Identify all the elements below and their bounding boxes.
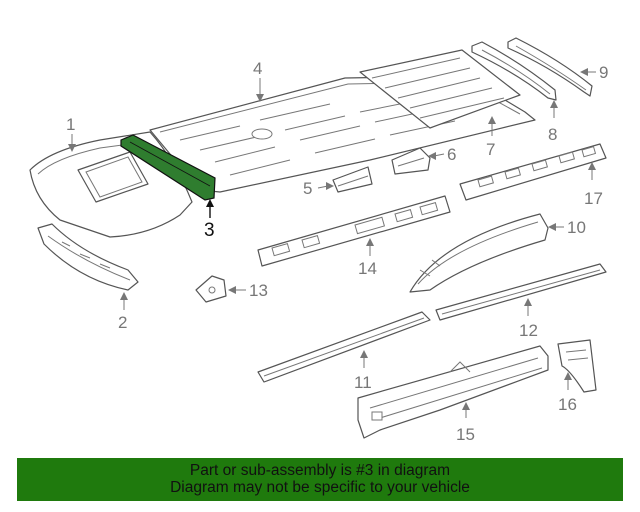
callout-12: 12 — [519, 321, 538, 340]
part-5-bracket — [332, 166, 373, 193]
part-11-rocker-trim — [257, 311, 431, 383]
part-10-quarter-panel — [409, 213, 549, 293]
part-12-sill-trim — [435, 263, 607, 321]
callout-13: 13 — [249, 281, 268, 300]
callout-9: 9 — [599, 63, 608, 82]
part-14-inner-rail — [257, 195, 451, 267]
part-16-pillar-bracket — [557, 339, 597, 393]
callout-2: 2 — [118, 313, 127, 332]
part-6-bracket — [391, 147, 431, 175]
callout-1: 1 — [66, 115, 75, 134]
part-7-rear-roof-panel — [359, 49, 521, 129]
part-3-roof-bow-highlighted — [120, 134, 216, 201]
callout-3: 3 — [204, 220, 215, 241]
banner-line-2: Diagram may not be specific to your vehi… — [170, 479, 470, 496]
callout-16: 16 — [558, 395, 577, 414]
callout-17: 17 — [584, 189, 603, 208]
callout-14: 14 — [358, 259, 377, 278]
callout-6: 6 — [447, 145, 456, 164]
part-2-front-header — [37, 223, 139, 291]
part-13-bracket — [195, 275, 227, 303]
callout-8: 8 — [548, 125, 557, 144]
callout-15: 15 — [456, 425, 475, 444]
part-17-side-rail — [459, 143, 607, 201]
part-15-sill-assembly — [357, 345, 549, 439]
callout-4: 4 — [253, 59, 262, 78]
callout-5: 5 — [303, 179, 312, 198]
part-8-rear-rail — [471, 41, 557, 101]
info-banner: Part or sub-assembly is #3 in diagram Di… — [17, 458, 623, 501]
banner-line-1: Part or sub-assembly is #3 in diagram — [189, 462, 451, 479]
part-9-rear-header — [507, 37, 593, 97]
callout-10: 10 — [567, 218, 586, 237]
callout-11: 11 — [354, 373, 372, 392]
callout-7: 7 — [486, 140, 495, 159]
